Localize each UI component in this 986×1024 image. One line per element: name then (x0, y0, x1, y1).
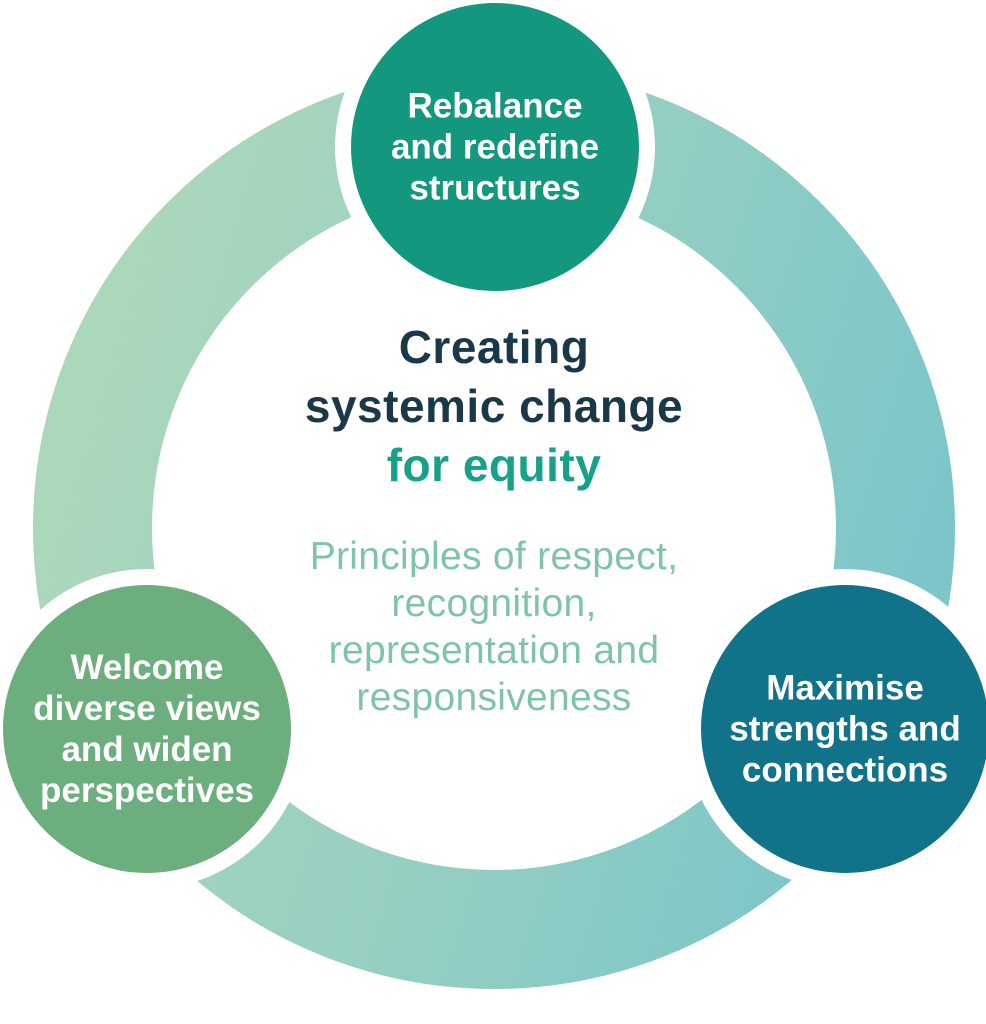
node-label-line: diverse views (33, 689, 261, 728)
title-accent: for equity (386, 439, 602, 491)
node-label-rebalance: Rebalance and redefine structures (345, 86, 645, 209)
node-label-line: Maximise (766, 668, 924, 708)
node-label-line: connections (741, 750, 949, 790)
node-label-line: and widen (61, 730, 233, 769)
node-label-welcome: Welcome diverse views and widen perspect… (0, 647, 297, 811)
title-line: systemic change (304, 380, 684, 432)
node-label-line: perspectives (39, 771, 255, 810)
node-circle-welcome (3, 585, 291, 873)
node-label-line: Welcome (70, 648, 224, 687)
node-label-line: and redefine (390, 127, 600, 167)
diagram-title: Creating systemic change for equity (184, 318, 804, 495)
title-line: Creating (398, 321, 590, 373)
node-label-line: structures (409, 168, 581, 208)
subtitle-line: responsiveness (356, 676, 632, 719)
node-circle-rebalance (351, 3, 639, 291)
center-text: Creating systemic change for equity Prin… (184, 318, 804, 721)
node-label-maximise: Maximise strengths and connections (695, 668, 986, 791)
subtitle-line: recognition, (391, 582, 597, 625)
node-label-line: strengths and (729, 709, 961, 749)
node-circle-maximise (701, 585, 986, 873)
subtitle-line: Principles of respect, (309, 535, 679, 578)
node-label-line: Rebalance (407, 86, 583, 126)
subtitle-line: representation and (328, 629, 660, 672)
diagram-subtitle: Principles of respect, recognition, repr… (184, 533, 804, 721)
